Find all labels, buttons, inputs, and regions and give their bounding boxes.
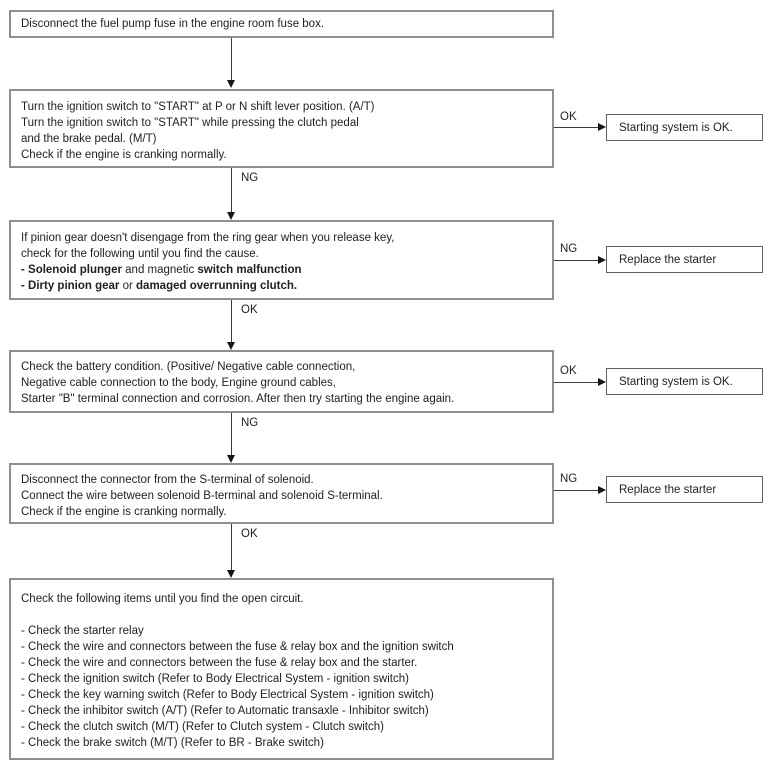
flow-box-text: Check if the engine is cranking normally… — [21, 149, 227, 161]
result-box-text: Replace the starter — [619, 253, 717, 266]
flow-box-disconnect-fuse: Disconnect the fuel pump fuse in the eng… — [9, 10, 554, 38]
flow-box-text: check for the following until you find t… — [21, 248, 259, 260]
branch-label-ng-1: NG — [560, 243, 578, 255]
flow-label-ng-1: NG — [241, 172, 259, 184]
arrow-down-1-head — [227, 80, 235, 88]
branch-label-ok-1: OK — [560, 111, 577, 123]
flow-box-text: Turn the ignition switch to "START" whil… — [21, 117, 359, 129]
result-box-text: Replace the starter — [619, 483, 717, 496]
result-box-text: Starting system is OK. — [619, 121, 733, 134]
branch-label-ok-2: OK — [560, 365, 577, 377]
branch-arrow-4-head — [598, 486, 606, 494]
result-box-starting-ok-2: Starting system is OK. — [606, 368, 763, 395]
check-list-item: - Check the wire and connectors between … — [21, 657, 418, 669]
flow-box-pinion-gear: If pinion gear doesn't disengage from th… — [9, 220, 554, 300]
check-list-item: - Check the brake switch (M/T) (Refer to… — [21, 737, 324, 749]
flow-label-ng-2: NG — [241, 417, 259, 429]
branch-arrow-3-head — [598, 378, 606, 386]
result-box-starting-ok-1: Starting system is OK. — [606, 114, 763, 141]
branch-arrow-1-line — [554, 127, 598, 128]
flow-box-title: Check the following items until you find… — [21, 593, 304, 605]
flow-box-text: Disconnect the fuel pump fuse in the eng… — [21, 18, 325, 30]
check-list-item: - Check the clutch switch (M/T) (Refer t… — [21, 721, 384, 733]
result-box-replace-starter-2: Replace the starter — [606, 476, 763, 503]
branch-arrow-3-line — [554, 382, 598, 383]
branch-label-ng-2: NG — [560, 473, 578, 485]
result-box-replace-starter-1: Replace the starter — [606, 246, 763, 273]
branch-arrow-4-line — [554, 490, 598, 491]
check-list-item: - Check the wire and connectors between … — [21, 641, 454, 653]
flow-box-text: Disconnect the connector from the S-term… — [21, 474, 314, 486]
flow-box-solenoid-terminal: Disconnect the connector from the S-term… — [9, 463, 554, 524]
flow-box-text: If pinion gear doesn't disengage from th… — [21, 232, 395, 244]
check-list-item: - Check the ignition switch (Refer to Bo… — [21, 673, 409, 685]
flow-box-text: and the brake pedal. (M/T) — [21, 133, 157, 145]
flow-box-text: Starter "B" terminal connection and corr… — [21, 393, 455, 405]
flow-box-ignition-start: Turn the ignition switch to "START" at P… — [9, 89, 554, 168]
flow-box-text: Negative cable connection to the body, E… — [21, 377, 336, 389]
branch-arrow-2-head — [598, 256, 606, 264]
branch-arrow-1-head — [598, 123, 606, 131]
arrow-down-2-line — [231, 168, 232, 212]
flow-box-battery-condition: Check the battery condition. (Positive/ … — [9, 350, 554, 413]
flow-box-text: Turn the ignition switch to "START" at P… — [21, 101, 375, 113]
flow-box-text: - Solenoid plunger and magnetic switch m… — [21, 264, 302, 276]
flow-box-text: - Dirty pinion gear or damaged overrunni… — [21, 280, 298, 292]
branch-arrow-2-line — [554, 260, 598, 261]
arrow-down-2-head — [227, 212, 235, 220]
flow-label-ok-1: OK — [241, 304, 258, 316]
arrow-down-3-line — [231, 300, 232, 343]
flow-box-open-circuit-checks: Check the following items until you find… — [9, 578, 554, 760]
arrow-down-1-line — [231, 38, 232, 81]
arrow-down-5-head — [227, 570, 235, 578]
result-box-text: Starting system is OK. — [619, 375, 733, 388]
check-list-item: - Check the inhibitor switch (A/T) (Refe… — [21, 705, 429, 717]
flow-box-text: Check the battery condition. (Positive/ … — [21, 361, 356, 373]
arrow-down-4-line — [231, 413, 232, 456]
check-list-item: - Check the starter relay — [21, 625, 144, 637]
flow-box-text: Check if the engine is cranking normally… — [21, 506, 227, 518]
arrow-down-4-head — [227, 455, 235, 463]
arrow-down-5-line — [231, 524, 232, 571]
flow-box-text: Connect the wire between solenoid B-term… — [21, 490, 383, 502]
check-list-item: - Check the key warning switch (Refer to… — [21, 689, 434, 701]
arrow-down-3-head — [227, 342, 235, 350]
flow-label-ok-2: OK — [241, 528, 258, 540]
